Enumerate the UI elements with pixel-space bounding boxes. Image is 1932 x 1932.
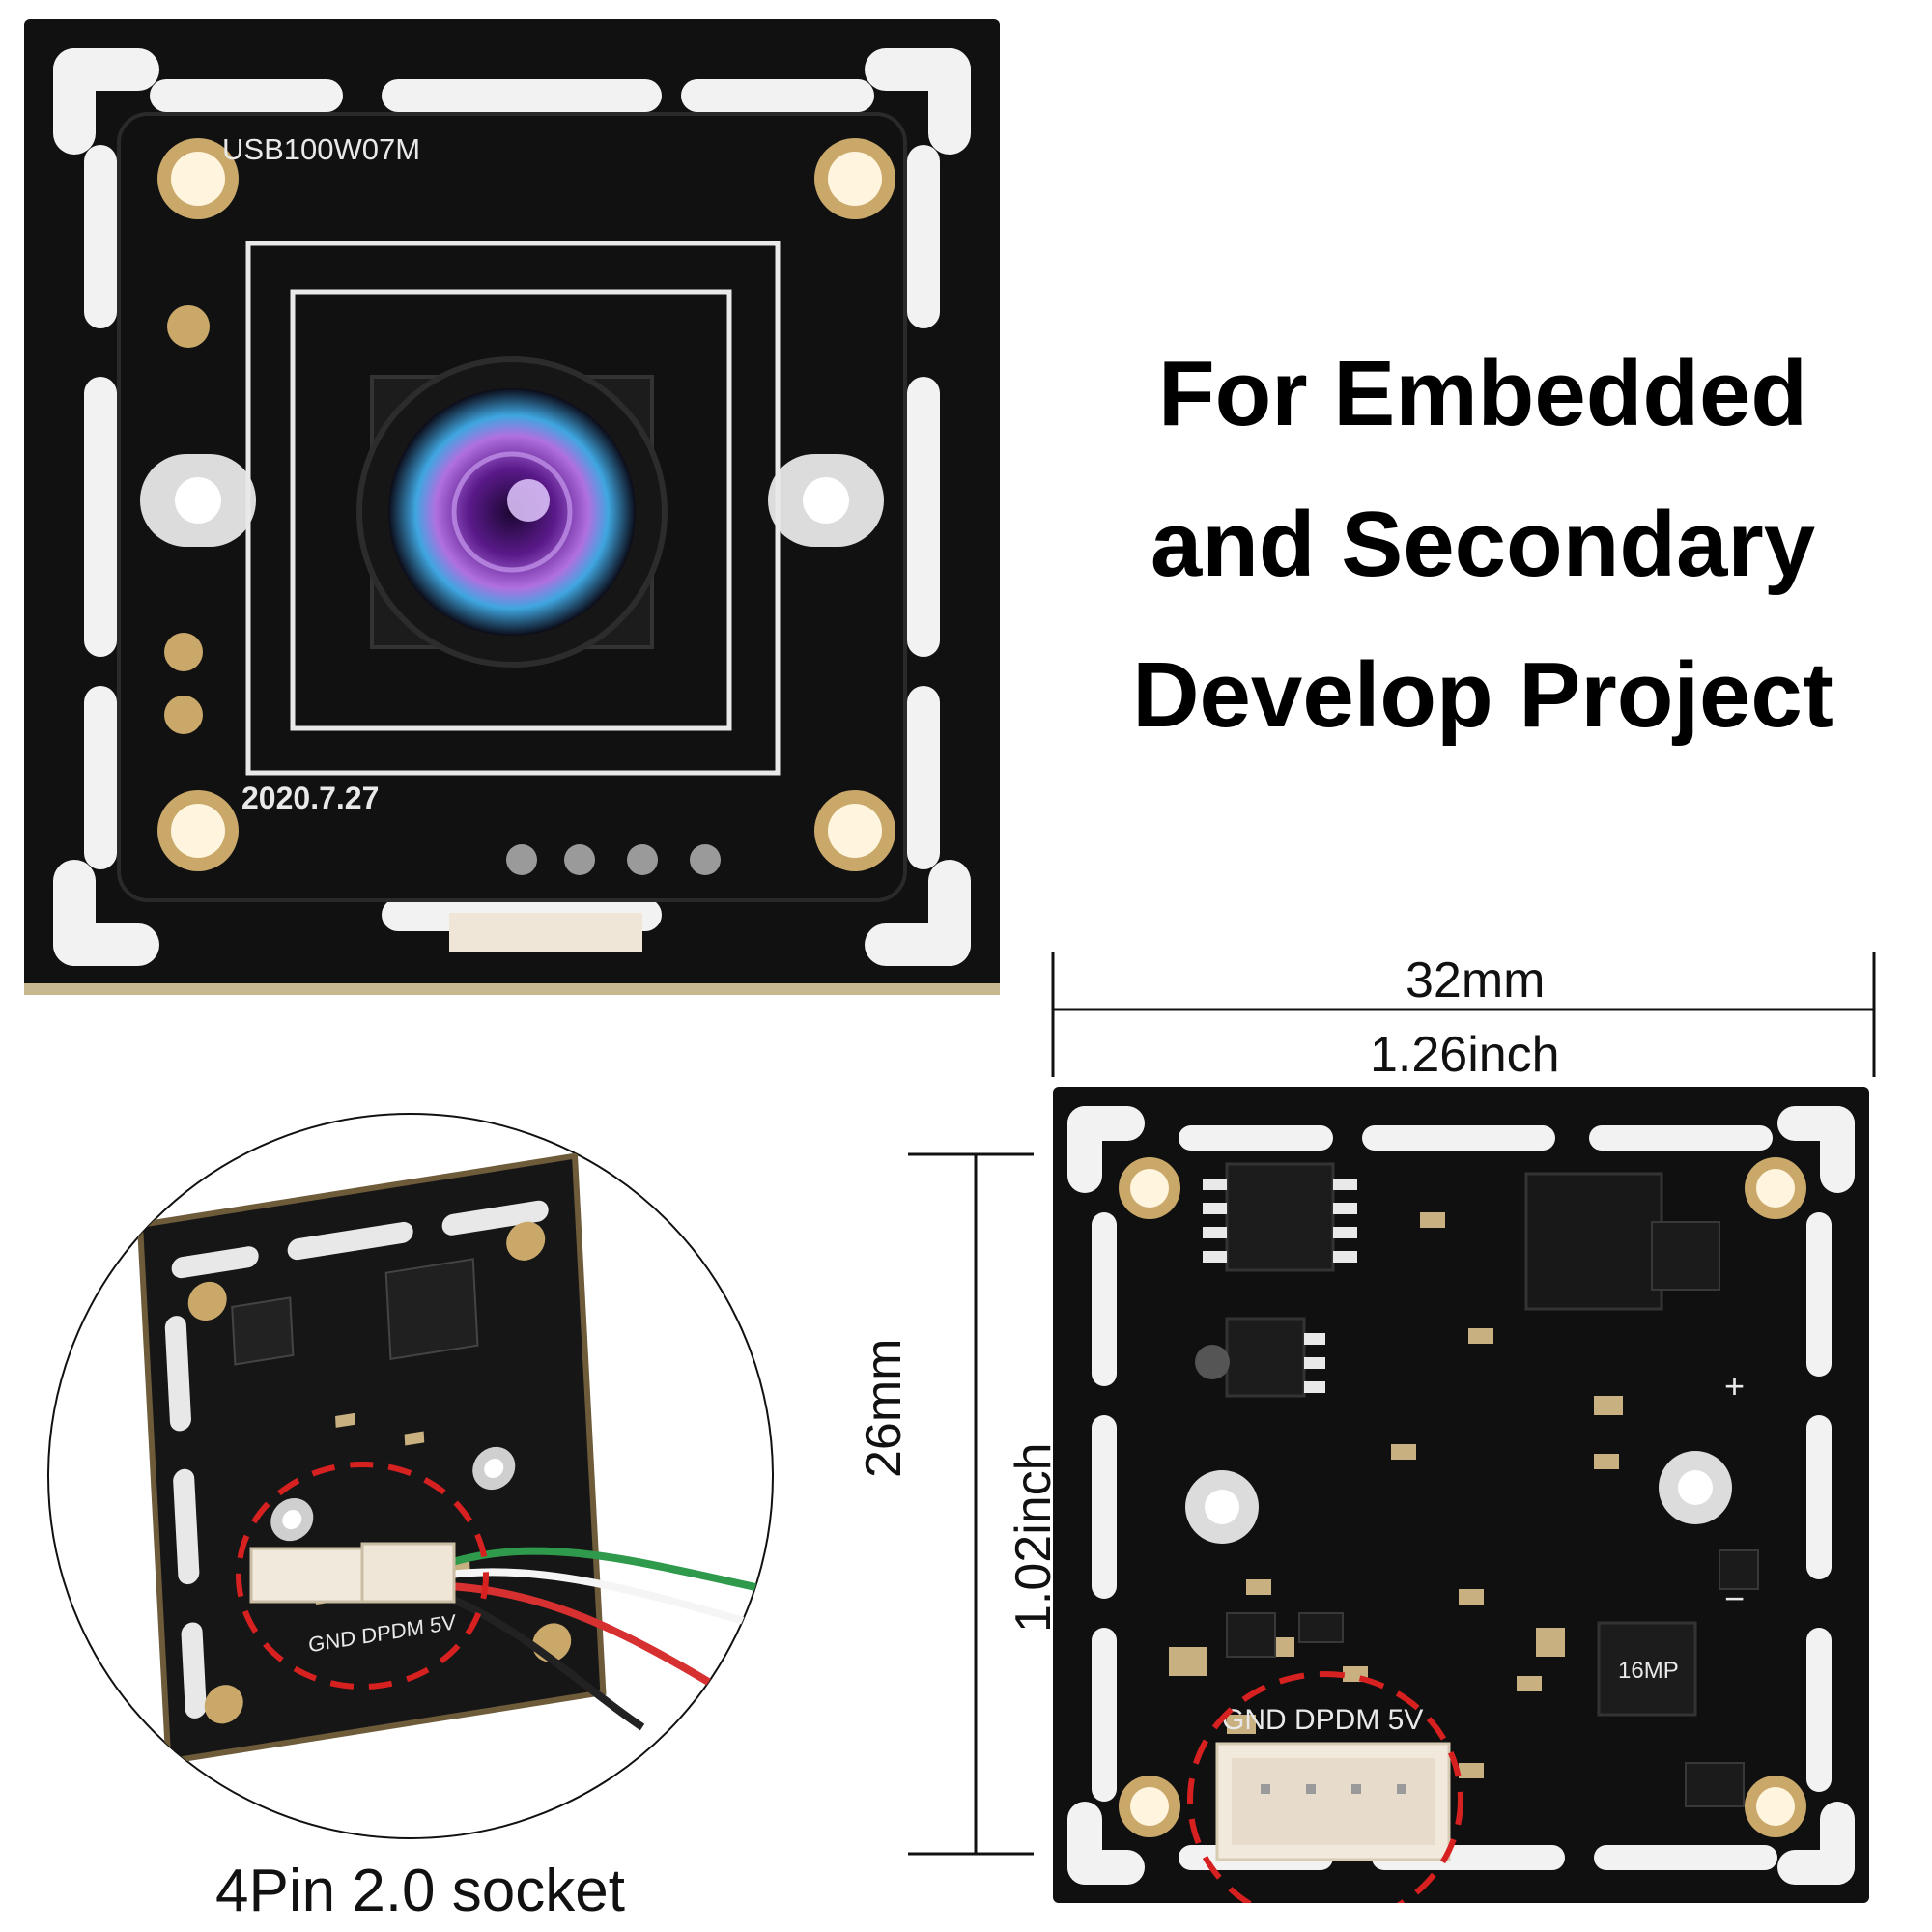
front-camera-board: USB100W07M 2020.7.27 [24,19,1000,995]
inset-socket-view: GND DPDM 5V [43,1109,778,1843]
width-mm-label: 32mm [1406,952,1546,1009]
inset-socket-highlight [236,1462,489,1690]
back-connector-highlight [1187,1671,1463,1903]
back-circuit-board: 16MP + − GND [1053,1087,1869,1903]
back-plus-mark: + [1724,1366,1745,1406]
back-chip-label: 16MP [1618,1658,1679,1684]
inset-caption: 4Pin 2.0 socket [215,1858,625,1924]
front-date-label: 2020.7.27 [242,781,379,815]
height-dimension-line [908,1151,1034,1857]
width-inch-label: 1.26inch [1370,1027,1560,1083]
width-dimension-line [1048,952,1879,1077]
height-mm-label: 26mm [856,1338,912,1478]
headline-line-3: Develop Project [1132,643,1833,747]
headline-line-2: and Secondary [1150,493,1816,596]
back-minus-mark: − [1724,1578,1745,1618]
headline: For Embedded and Secondary Develop Proje… [1043,319,1922,771]
front-model-label: USB100W07M [222,132,420,166]
headline-line-1: For Embedded [1157,342,1808,445]
back-pin-labels: GND DPDM 5V [1222,1704,1423,1736]
